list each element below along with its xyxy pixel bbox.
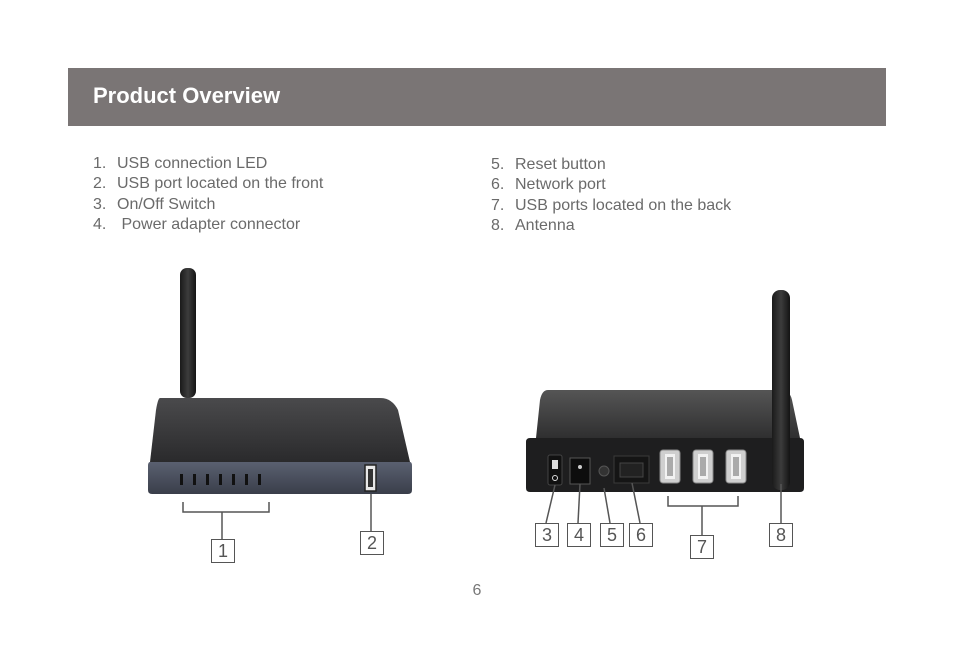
reset-button	[598, 465, 610, 477]
callout-4: 4	[567, 523, 591, 547]
usb-led-row	[180, 474, 261, 485]
list-item: 1.USB connection LED	[93, 155, 268, 172]
antenna-back	[772, 290, 790, 490]
page-header: Product Overview	[68, 68, 886, 126]
page-number: 6	[472, 582, 482, 599]
callout-6: 6	[629, 523, 653, 547]
antenna-front	[180, 268, 196, 398]
list-item: 2.USB port located on the front	[93, 175, 324, 193]
callout-leaders-right	[545, 482, 782, 535]
router-front-view	[148, 268, 412, 494]
router-back-view	[526, 290, 804, 492]
back-usb-ports	[659, 449, 747, 484]
page-title: Product Overview	[93, 83, 281, 108]
callout-leaders-left	[182, 494, 372, 540]
component-list-right: 5.Reset button 6.Network port 7.USB port…	[491, 155, 731, 236]
callout-7: 7	[690, 535, 714, 559]
list-item: 7.USB ports located on the back	[491, 196, 732, 214]
list-item: 6.Network port	[491, 176, 606, 194]
callout-5: 5	[600, 523, 624, 547]
list-item: 5.Reset button	[491, 156, 606, 173]
callout-2: 2	[360, 531, 384, 555]
callout-1: 1	[211, 539, 235, 563]
list-item: 4. Power adapter connector	[93, 215, 301, 233]
power-connector	[569, 457, 591, 485]
list-item: 8.Antenna	[491, 216, 575, 234]
callout-3: 3	[535, 523, 559, 547]
list-item: 3.On/Off Switch	[93, 195, 216, 213]
component-list-left: 1.USB connection LED 2.USB port located …	[93, 154, 323, 235]
callout-8: 8	[769, 523, 793, 547]
